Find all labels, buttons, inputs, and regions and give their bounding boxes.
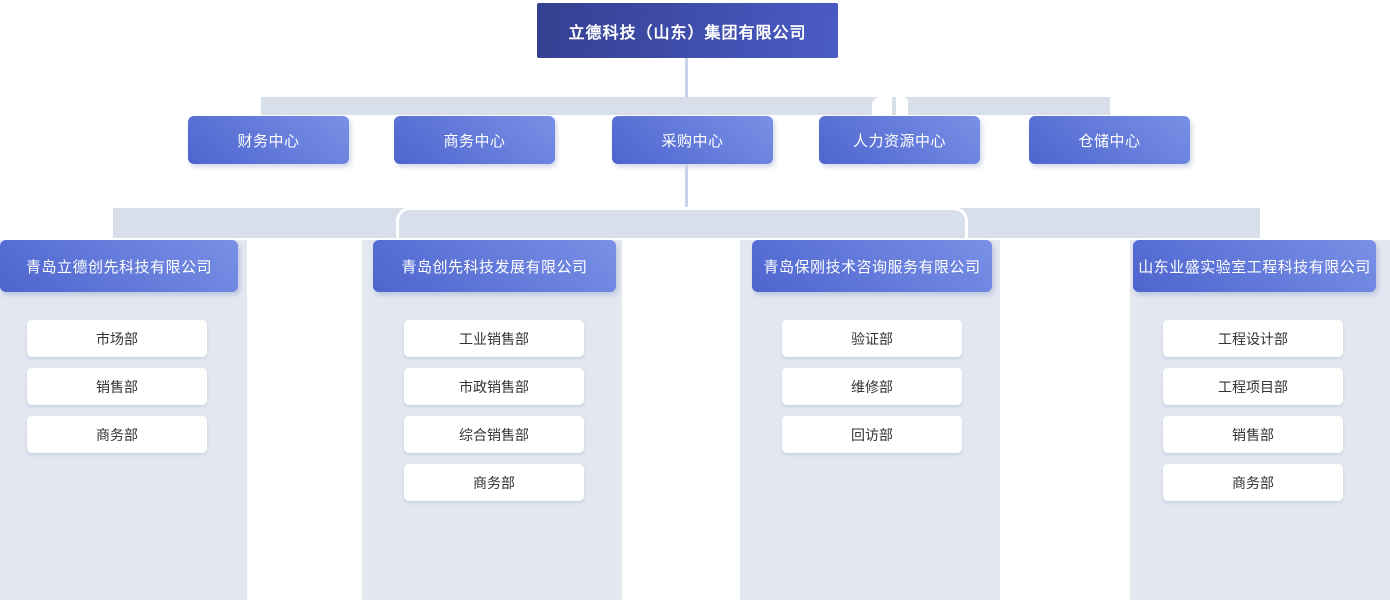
connector-band-centers (261, 97, 1110, 115)
org-node-department[interactable]: 回访部 (782, 416, 962, 453)
org-node-department[interactable]: 市场部 (27, 320, 207, 357)
org-node-department[interactable]: 综合销售部 (404, 416, 584, 453)
connector-bracket (396, 207, 968, 238)
org-node-center-purchasing[interactable]: 采购中心 (612, 116, 773, 164)
org-node-department[interactable]: 工业销售部 (404, 320, 584, 357)
org-node-root[interactable]: 立德科技（山东）集团有限公司 (537, 3, 838, 58)
connector-notch (872, 97, 892, 115)
org-node-center-hr[interactable]: 人力资源中心 (819, 116, 980, 164)
org-node-center-warehouse[interactable]: 仓储中心 (1029, 116, 1190, 164)
org-node-subsidiary-4[interactable]: 山东业盛实验室工程科技有限公司 (1133, 240, 1376, 292)
org-node-department[interactable]: 维修部 (782, 368, 962, 405)
org-node-center-business[interactable]: 商务中心 (394, 116, 555, 164)
org-node-department[interactable]: 工程设计部 (1163, 320, 1343, 357)
org-node-department[interactable]: 工程项目部 (1163, 368, 1343, 405)
org-node-subsidiary-3[interactable]: 青岛保刚技术咨询服务有限公司 (752, 240, 992, 292)
org-node-department[interactable]: 商务部 (1163, 464, 1343, 501)
org-node-subsidiary-1[interactable]: 青岛立德创先科技有限公司 (0, 240, 238, 292)
connector-notch (896, 97, 908, 115)
org-node-department[interactable]: 商务部 (404, 464, 584, 501)
connector-root-line (685, 58, 688, 97)
org-node-subsidiary-2[interactable]: 青岛创先科技发展有限公司 (373, 240, 616, 292)
org-node-department[interactable]: 验证部 (782, 320, 962, 357)
connector-band-subsidiaries (113, 208, 1260, 238)
org-node-department[interactable]: 销售部 (1163, 416, 1343, 453)
org-node-department[interactable]: 商务部 (27, 416, 207, 453)
org-node-department[interactable]: 市政销售部 (404, 368, 584, 405)
org-node-center-finance[interactable]: 财务中心 (188, 116, 349, 164)
org-node-department[interactable]: 销售部 (27, 368, 207, 405)
connector-centers-line (685, 164, 688, 208)
